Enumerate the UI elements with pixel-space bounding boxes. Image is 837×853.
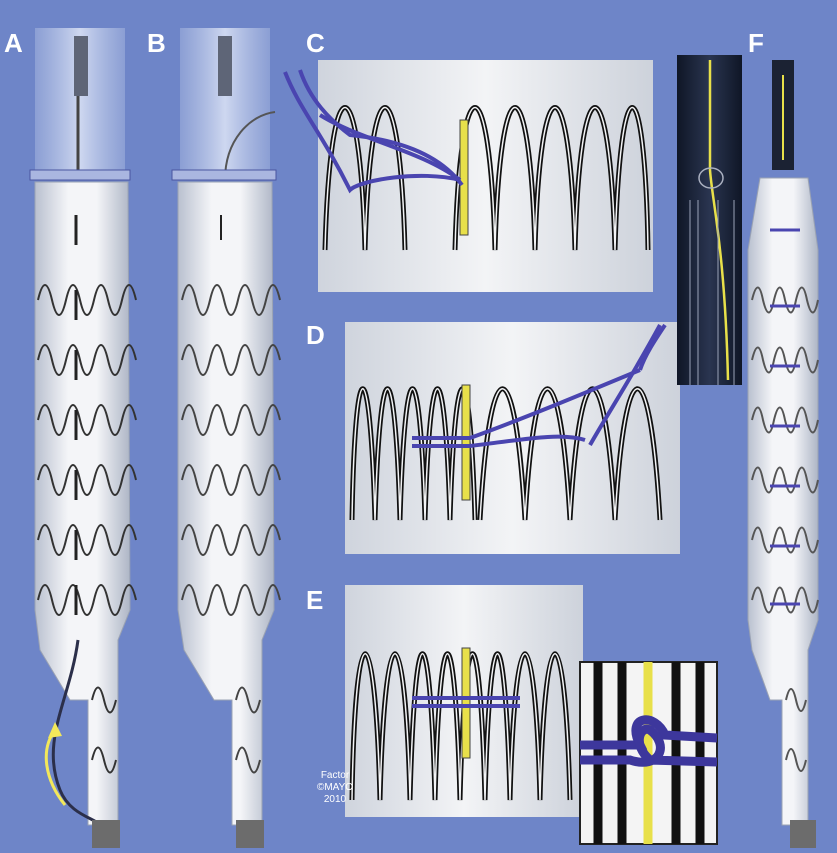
panel-label-c: C: [306, 28, 325, 58]
panel-b-graft: [171, 28, 281, 848]
panel-label-d: D: [306, 320, 325, 350]
copyright-credit: Factor ©MAYO 2010: [305, 770, 365, 806]
panel-c-detail: [283, 60, 653, 292]
panel-label-f: F: [748, 28, 764, 58]
panel-f-graft: [747, 60, 819, 848]
credit-year: 2010: [323, 794, 347, 805]
panel-e-detail: [345, 585, 583, 817]
delivery-sheath: [677, 55, 742, 385]
credit-author: Factor: [320, 770, 350, 781]
panel-label-e: E: [306, 585, 324, 615]
panel-label-a: A: [4, 28, 23, 58]
credit-owner: ©MAYO: [316, 782, 354, 793]
panel-label-b: B: [147, 28, 166, 58]
knot-inset: [579, 661, 718, 845]
panel-a-graft: [29, 28, 137, 848]
panel-d-detail: [345, 322, 680, 554]
